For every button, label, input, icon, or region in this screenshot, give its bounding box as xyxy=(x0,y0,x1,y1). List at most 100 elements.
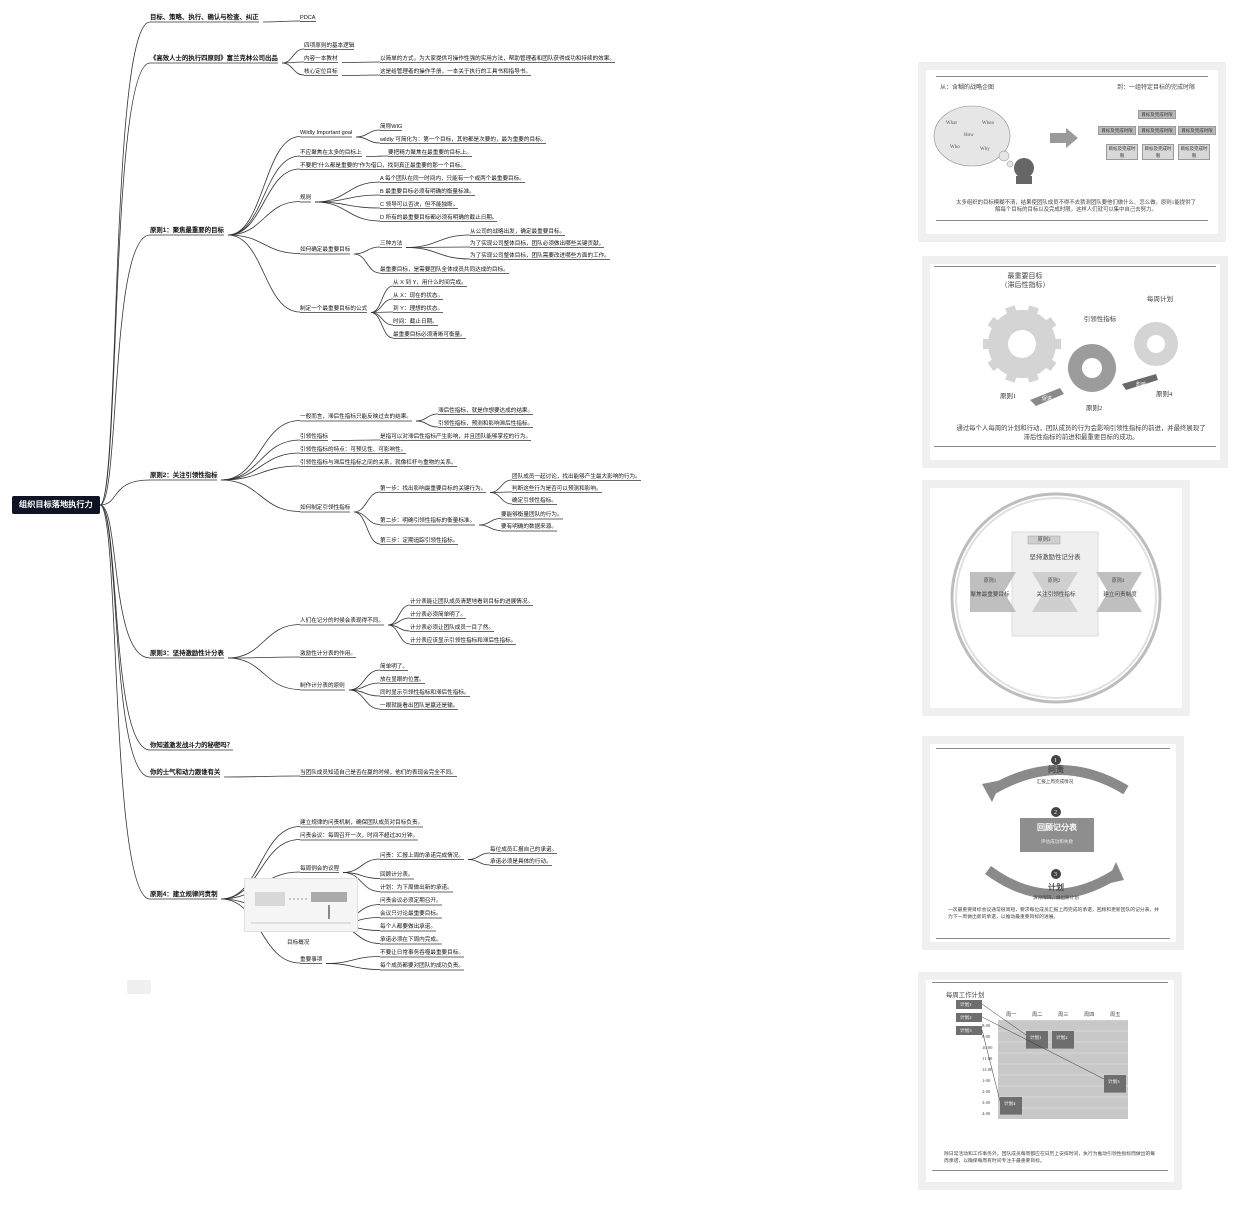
mind-node-branches-7-children-2-children-0[interactable]: 问责：汇报上周的承诺完成情况。 xyxy=(380,852,464,859)
collapse-button[interactable] xyxy=(127,980,151,994)
mind-node-branches-2[interactable]: 原则1：聚焦最重要的目标 xyxy=(150,227,224,234)
mind-node-branches-7-children-4[interactable]: 重要事项 xyxy=(300,956,323,963)
step3-sub: 清除障碍，做出新计划 xyxy=(1033,895,1079,900)
mind-node-branches-2-children-5-children-2[interactable]: 到 Y：理想的状态。 xyxy=(393,305,444,312)
mind-node-branches-2-children-4-children-1[interactable]: 最重要目标，是需要团队全体成员共同达成的目标。 xyxy=(380,266,509,273)
panel1-box-1: 目标及完成时限 xyxy=(1098,126,1136,135)
panel5-caption: 除日常活动和工作事务外，团队成员每周都应在日历上安排时间，执行为推动引领性指标而… xyxy=(944,1152,1156,1164)
mind-node-branches-7-children-3-children-0[interactable]: 问责会议必须定期召开。 xyxy=(380,898,442,904)
mind-node-branches-2-children-5-children-1[interactable]: 从 X：现在的状态。 xyxy=(393,292,444,299)
mind-node-branches-3-children-1[interactable]: 引领性指标 xyxy=(300,433,328,440)
mind-node-branches-4-children-0[interactable]: 人们在记分的时候会表现得不同。 xyxy=(300,618,384,624)
mind-node-branches-3-children-1-children-0[interactable]: 是指可以对滞后性指标产生影响，并且团队能够掌控的行为。 xyxy=(380,433,532,440)
mind-node-branches-7-children-3-children-1[interactable]: 会议只讨论最重要目标。 xyxy=(380,911,442,917)
panel3-chevron3-tag: 原则4 xyxy=(1111,579,1125,584)
mind-node-branches-4-children-2-children-0[interactable]: 简单明了。 xyxy=(380,663,408,670)
mind-node-branches-2-children-4-children-0-children-2[interactable]: 为了实现公司整体目标，团队需要改进哪些方面的工作。 xyxy=(470,252,610,259)
mind-node-branches-7-children-1[interactable]: 问责会议：每周召开一次，时间不超过30分钟。 xyxy=(300,833,419,839)
mind-node-branches-1-children-1-children-0[interactable]: 以简单的方式，为大家提供可操作性强的实用方法，帮助管理者和团队获得成功和持续的效… xyxy=(380,55,615,62)
mind-node-branches-3-children-4-children-0[interactable]: 第一步：找出影响最重要目标的关键行为。 xyxy=(380,485,487,492)
mind-node-branches-3-children-0[interactable]: 一般而言，滞后性指标只能反映过去的结果。 xyxy=(300,414,412,420)
mind-node-branches-2-children-3[interactable]: 规则 xyxy=(300,195,312,201)
mind-node-branches-1-children-0[interactable]: 四项原则的基本逻辑 xyxy=(304,42,355,49)
mind-node-branches-2-children-3-children-2[interactable]: C 领导可以否决，但不能独断。 xyxy=(380,201,459,208)
mind-node-branches-7-children-3-children-3[interactable]: 承诺必须在下周内完成。 xyxy=(380,937,442,943)
mind-node-branches-4-children-0-children-1[interactable]: 计分表必须简单明了。 xyxy=(410,611,466,618)
mind-node-branches-0-children-0[interactable]: PDCA xyxy=(300,14,316,21)
panel3-chevron1-tag: 原则1 xyxy=(983,579,997,584)
mind-node-branches-4-children-2[interactable]: 制作计分表的原则 xyxy=(300,683,345,689)
mind-node-branches-4[interactable]: 原则3：坚持激励性计分表 xyxy=(150,650,224,657)
mind-node-branches-2-children-2[interactable]: 不要把“什么都是重要的”作为借口，找到真正最重要的那一个目标。 xyxy=(300,162,466,169)
mind-node-branches-6[interactable]: 你的士气和动力跟谁有关 xyxy=(150,769,221,776)
mind-node-branches-3-children-4-children-1-children-1[interactable]: 要有明确的数据来源。 xyxy=(501,524,557,530)
mind-node-branches-4-children-2-children-3[interactable]: 一眼就能看出团队是赢还是输。 xyxy=(380,702,459,709)
panel2-push2-label: 影响 xyxy=(1136,381,1146,388)
mind-node-branches-3-children-4-children-1-children-0[interactable]: 要能够衡量团队的行为。 xyxy=(501,512,563,518)
mind-node-branches-3-children-4-children-0-children-0[interactable]: 团队成员一起讨论，找出能够产生最大影响的行为。 xyxy=(512,473,641,480)
mind-node-branches-3-children-4[interactable]: 如何制定引领性指标 xyxy=(300,505,351,511)
mind-node-branches-2-children-3-children-0[interactable]: A 每个团队在同一时间内，只能有一个或两个最重要目标。 xyxy=(380,175,525,182)
mind-node-branches-2-children-1-children-0[interactable]: 要把精力聚焦在最重要的目标上。 xyxy=(388,149,472,156)
mind-node-branches-1-children-1[interactable]: 内容一本教材 xyxy=(304,55,338,62)
mind-node-branches-3-children-0-children-0[interactable]: 滞后性指标，就是你想要达成的结果。 xyxy=(438,407,534,414)
mind-node-branches-4-children-0-children-2[interactable]: 计分表必须让团队成员一目了然。 xyxy=(410,624,494,631)
mind-node-branches-2-children-0-children-1[interactable]: wildly 可简化为：第一个目标，其他都是次要的，最为重要的目标。 xyxy=(380,136,547,143)
mind-node-branches-3-children-4-children-2[interactable]: 第三步：定期追踪引领性指标。 xyxy=(380,537,459,544)
mind-node-branches-4-children-1[interactable]: 激励性计分表的作用。 xyxy=(300,650,356,657)
mind-node-branches-4-children-2-children-1[interactable]: 放在显眼的位置。 xyxy=(380,676,425,683)
panel1-left-heading: 从：含糊的战略企图 xyxy=(940,85,995,91)
mind-node-branches-2-children-1[interactable]: 不应聚焦在太多的目标上 xyxy=(300,149,362,156)
mind-node-branches-2-children-5-children-3[interactable]: 时间：截止日期。 xyxy=(393,318,438,325)
task-tag-label-1: 计划2 xyxy=(960,1014,972,1021)
panel2-gear3-label: 每周计划 xyxy=(1147,296,1173,303)
mind-node-branches-4-children-2-children-2[interactable]: 同时显示引领性指标和滞后性指标。 xyxy=(380,689,470,696)
mind-node-branches-7-children-3-children-2[interactable]: 每个人都要做出承诺。 xyxy=(380,924,436,930)
panel2-push1-label: 促进 xyxy=(1042,395,1052,402)
mind-node-branches-1-children-2-children-0[interactable]: 这是给管理者的操作手册，一本关于执行的工具书和指导书。 xyxy=(380,68,532,75)
mind-node-branches-3-children-4-children-0-children-2[interactable]: 确定引领性指标。 xyxy=(512,497,557,504)
panel2-gear2-label: 引领性指标 xyxy=(1083,316,1117,323)
mind-node-branches-2-children-5[interactable]: 制定一个最重要目标的公式 xyxy=(300,305,368,312)
panel1-caption: 太多组织的目标模糊不清，结果使团队成员不得不去猜测团队要他们做什么、怎么做。原则… xyxy=(956,200,1196,213)
mind-node-branches-5[interactable]: 你知道激发战斗力的秘密吗？ xyxy=(150,742,234,749)
mind-node-branches-3-children-0-children-1[interactable]: 引领性指标，预测和影响滞后性指标。 xyxy=(438,420,534,427)
mind-node-branches-2-children-0[interactable]: Wildly Important goal xyxy=(300,130,353,136)
mind-node-branches-7-children-2-children-2[interactable]: 计划：为下周做出新的承诺。 xyxy=(380,885,453,891)
mind-node-branches-7-children-2-children-0-children-0[interactable]: 每位成员汇报自己的承诺。 xyxy=(490,846,558,853)
mind-node-branches-4-children-0-children-0[interactable]: 计分表能让团队成员清楚地看到目标的进展情况。 xyxy=(410,598,534,605)
mind-node-branches-3-children-2[interactable]: 引领性指标的特点：可预见性、可影响性。 xyxy=(300,446,407,453)
mind-node-branches-2-children-4[interactable]: 如何确定最重要目标 xyxy=(300,247,351,253)
mind-node-branches-2-children-0-children-0[interactable]: 简称WIG xyxy=(380,123,403,130)
panel1-top-box: 目标及完成时限 xyxy=(1138,110,1176,119)
mind-node-branches-2-children-4-children-0-children-0[interactable]: 从公司的战略出发，确定最重要目标。 xyxy=(470,228,566,235)
mind-node-branches-7-children-2-children-0-children-1[interactable]: 承诺必须是具体的行动。 xyxy=(490,858,552,865)
mind-node-branches-1-children-2[interactable]: 核心定位目标 xyxy=(304,68,338,75)
mind-node-branches-7-children-2-children-1[interactable]: 回顾计分表。 xyxy=(380,872,414,878)
weekly-calendar: 周一周二周三周四周五8:009:0010:0011:0012:001:002:0… xyxy=(956,1000,1128,1119)
mind-node-branches-2-children-3-children-3[interactable]: D 所有的最重要目标都必须有明确的截止日期。 xyxy=(380,214,498,221)
mind-node-branches-7-children-2[interactable]: 每周例会的议程 xyxy=(300,865,340,872)
panel-weekly-meeting: 1 2 3 问责 汇报上周完成情况 回顾记分表 评估成功和失败 计划 清除障碍，… xyxy=(922,736,1184,950)
mind-node-branches-7-children-0[interactable]: 建立规律的问责机制，确保团队成员对目标负责。 xyxy=(300,820,424,826)
mind-node-branches-7-children-4-children-0[interactable]: 不要让日常事务吞噬最重要目标。 xyxy=(380,950,464,956)
mind-node-branches-2-children-5-children-0[interactable]: 从 X 到 Y，用什么时间完成。 xyxy=(393,279,467,286)
mind-node-branches-2-children-4-children-0[interactable]: 三种方法 xyxy=(380,240,403,247)
calendar-block-2 xyxy=(1104,1075,1126,1093)
mind-node-branches-3-children-4-children-1[interactable]: 第二步：明确引领性指标的衡量标准。 xyxy=(380,518,476,524)
mind-node-branches-2-children-5-children-4[interactable]: 最重要目标必须清晰可衡量。 xyxy=(393,331,466,338)
mind-node-branches-2-children-4-children-0-children-1[interactable]: 为了实现公司整体目标，团队必须做出哪些关键贡献。 xyxy=(470,240,605,247)
mind-node-branches-6-children-0[interactable]: 当团队成员知道自己是否在赢的时候，他们的表现会完全不同。 xyxy=(300,769,457,776)
mind-node-branches-2-children-3-children-1[interactable]: B 最重要目标必须有明确的衡量标准。 xyxy=(380,188,475,195)
mind-node-branches-3-children-3[interactable]: 引领性指标与滞后性指标之间的关系，就像杠杆与重物的关系。 xyxy=(300,459,457,466)
mind-node-branches-3-children-4-children-0-children-1[interactable]: 判断这些行为是否可以预测和影响。 xyxy=(512,485,602,492)
mind-node-branches-3[interactable]: 原则2：关注引领性指标 xyxy=(150,472,218,479)
panel1-box-6: 目标及完成时限 xyxy=(1178,144,1210,160)
mind-node-branches-7-children-4-children-1[interactable]: 每个成员都要对团队的成功负责。 xyxy=(380,963,464,969)
root-node[interactable]: 组织目标落地执行力 xyxy=(12,496,100,514)
goal-overview-thumbnail[interactable] xyxy=(244,878,358,932)
mind-node-branches-4-children-0-children-3[interactable]: 计分表应该显示引领性指标和滞后性指标。 xyxy=(410,637,517,644)
mind-node-branches-0[interactable]: 目标、策略、执行、确认与检查、纠正 xyxy=(150,14,259,21)
mind-node-branches-7[interactable]: 原则4：建立规律问责制 xyxy=(150,891,218,898)
mind-node-branches-1[interactable]: 《高效人士的执行四原则》富兰克林公司出品 xyxy=(150,55,278,62)
